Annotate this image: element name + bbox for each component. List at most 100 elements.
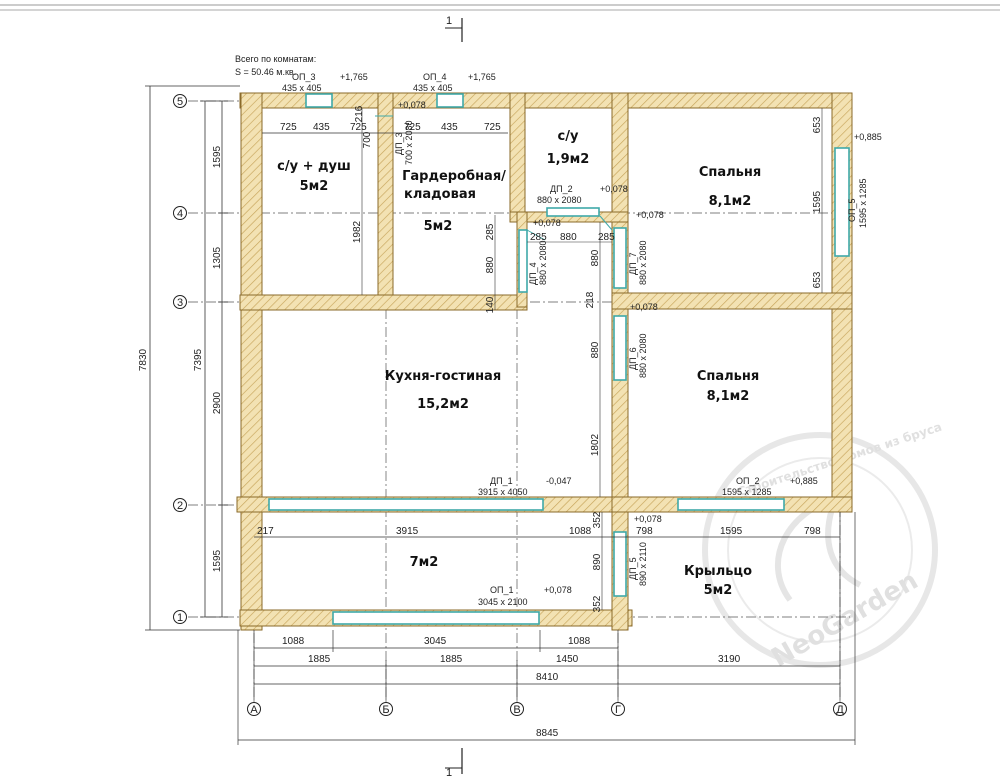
row-axis-2: 2 bbox=[177, 500, 183, 512]
bottom-dimension-lines bbox=[237, 512, 856, 745]
dim-left-outer: 7830 bbox=[138, 348, 149, 371]
col-axis-d: Д bbox=[836, 704, 844, 716]
section-label-top: 1 bbox=[446, 15, 452, 27]
section-label-bottom: 1 bbox=[446, 767, 452, 778]
op2-size: 1595 x 1285 bbox=[722, 487, 772, 497]
op1-mark: +0,078 bbox=[544, 585, 572, 595]
dim-216: 216 bbox=[354, 105, 365, 122]
room-porch-area: 5м2 bbox=[704, 583, 733, 598]
dim-row2-1: 217 bbox=[257, 526, 274, 537]
op2-tag: ОП_2 bbox=[736, 476, 759, 486]
dim-880c: 880 bbox=[590, 249, 601, 266]
dp1-mark: -0,047 bbox=[546, 476, 572, 486]
watermark-logo: NeoGarden Строительство домов из бруса bbox=[702, 420, 944, 674]
dp4-tag: ДП_4 bbox=[528, 262, 538, 285]
room-bath-area: 5м2 bbox=[300, 179, 329, 194]
room-kitchen-name: Кухня-гостиная bbox=[385, 369, 501, 384]
op1-tag: ОП_1 bbox=[490, 585, 513, 595]
col-axis-g: Г bbox=[615, 704, 621, 716]
dim-top-4: 725 bbox=[404, 122, 421, 133]
dim-bottom2-2: 1885 bbox=[440, 654, 463, 665]
dim-top-3: 725 bbox=[350, 122, 367, 133]
dim-row2-6: 798 bbox=[804, 526, 821, 537]
col-axis-a: А bbox=[250, 704, 258, 716]
dp2-tag: ДП_2 bbox=[550, 184, 573, 194]
dim-bottom4: 8845 bbox=[536, 728, 559, 739]
dim-140: 140 bbox=[485, 296, 496, 313]
col-axis-b: Б bbox=[382, 704, 389, 716]
dp3-mark: +0,078 bbox=[398, 100, 426, 110]
op5-size: 1595 x 1285 bbox=[858, 178, 868, 228]
dim-left-seg-1: 1595 bbox=[212, 145, 223, 168]
dp3-tag: ДП_3 bbox=[394, 132, 404, 155]
room-terrace-area: 7м2 bbox=[410, 555, 439, 570]
op5-tag: ОП_5 bbox=[847, 199, 857, 222]
door-swings bbox=[375, 115, 613, 241]
op4-size: 435 x 405 bbox=[413, 83, 453, 93]
dp6-tag: ДП_6 bbox=[628, 347, 638, 370]
room-bedroom-top-name: Спальня bbox=[699, 165, 761, 180]
dp7-size: 880 x 2080 bbox=[638, 240, 648, 285]
left-dimension-lines bbox=[145, 85, 240, 631]
dp5-tag: ДП_5 bbox=[628, 557, 638, 580]
dim-653b: 653 bbox=[812, 271, 823, 288]
dim-row2-2: 3915 bbox=[396, 526, 419, 537]
op4-tag: ОП_4 bbox=[423, 72, 446, 82]
dim-890: 890 bbox=[592, 553, 603, 570]
dim-bottom2-1: 1885 bbox=[308, 654, 331, 665]
room-bedroom-top-area: 8,1м2 bbox=[709, 194, 752, 209]
dim-bottom2-3: 1450 bbox=[556, 654, 579, 665]
opening-labels: ОП_3 435 x 405 +1,765 ОП_4 435 x 405 +1,… bbox=[282, 72, 882, 607]
dp6-mark: +0,078 bbox=[630, 302, 658, 312]
openings bbox=[268, 93, 850, 625]
dim-bottom1-2: 3045 bbox=[424, 636, 447, 647]
dim-bottom3: 8410 bbox=[536, 672, 559, 683]
dp5-size: 890 x 2110 bbox=[638, 542, 648, 586]
dim-352b: 352 bbox=[592, 595, 603, 612]
dp2-mark: +0,078 bbox=[600, 184, 628, 194]
row-axis-1: 1 bbox=[177, 612, 183, 624]
dim-1802: 1802 bbox=[590, 433, 601, 456]
row-axis-5: 5 bbox=[177, 96, 183, 108]
dp1-size: 3915 x 4050 bbox=[478, 487, 528, 497]
room-bath-name: с/у + душ bbox=[277, 159, 351, 174]
dim-left-mid: 7395 bbox=[193, 348, 204, 371]
dim-bottom1-1: 1088 bbox=[282, 636, 305, 647]
section-marker-bottom: 1 bbox=[445, 748, 463, 778]
col-axis-markers: А Б В Г Д bbox=[247, 702, 847, 716]
op3-mark: +1,765 bbox=[340, 72, 368, 82]
room-bedroom-mid-area: 8,1м2 bbox=[707, 389, 750, 404]
room-kitchen-area: 15,2м2 bbox=[417, 397, 469, 412]
room-bedroom-mid-name: Спальня bbox=[697, 369, 759, 384]
room-wardrobe-name2: кладовая bbox=[404, 187, 476, 202]
dim-top-1: 725 bbox=[280, 122, 297, 133]
section-marker-top: 1 bbox=[445, 15, 463, 42]
watermark-brand: NeoGarden bbox=[767, 566, 924, 674]
dim-1595-win: 1595 bbox=[812, 190, 823, 213]
op1-size: 3045 x 2100 bbox=[478, 597, 528, 607]
dp3-size: 700 x 2080 bbox=[404, 120, 414, 165]
room-wc-name: с/у bbox=[558, 129, 579, 144]
col-axis-v: В bbox=[513, 704, 520, 716]
room-labels: с/у + душ 5м2 Гардеробная/ кладовая 5м2 … bbox=[277, 129, 761, 598]
dim-1982: 1982 bbox=[352, 220, 363, 243]
summary-line1: Всего по комнатам: bbox=[235, 54, 316, 64]
dim-880d: 880 bbox=[590, 341, 601, 358]
op5-mark: +0,885 bbox=[854, 132, 882, 142]
dim-218: 218 bbox=[585, 291, 596, 308]
dim-880b: 880 bbox=[560, 232, 577, 243]
dim-880a: 880 bbox=[485, 256, 496, 273]
dp5-mark: +0,078 bbox=[634, 514, 662, 524]
dp7-mark: +0,078 bbox=[636, 210, 664, 220]
dim-653a: 653 bbox=[812, 116, 823, 133]
row-axis-3: 3 bbox=[177, 297, 183, 309]
dim-285b: 285 bbox=[530, 232, 547, 243]
op3-tag: ОП_3 bbox=[292, 72, 315, 82]
room-wardrobe-name1: Гардеробная/ bbox=[402, 169, 506, 184]
dim-row2-5: 1595 bbox=[720, 526, 743, 537]
dp4-size: 880 x 2080 bbox=[538, 240, 548, 285]
dim-285a: 285 bbox=[485, 223, 496, 240]
row-axis-4: 4 bbox=[177, 208, 183, 220]
dim-top-2: 435 bbox=[313, 122, 330, 133]
